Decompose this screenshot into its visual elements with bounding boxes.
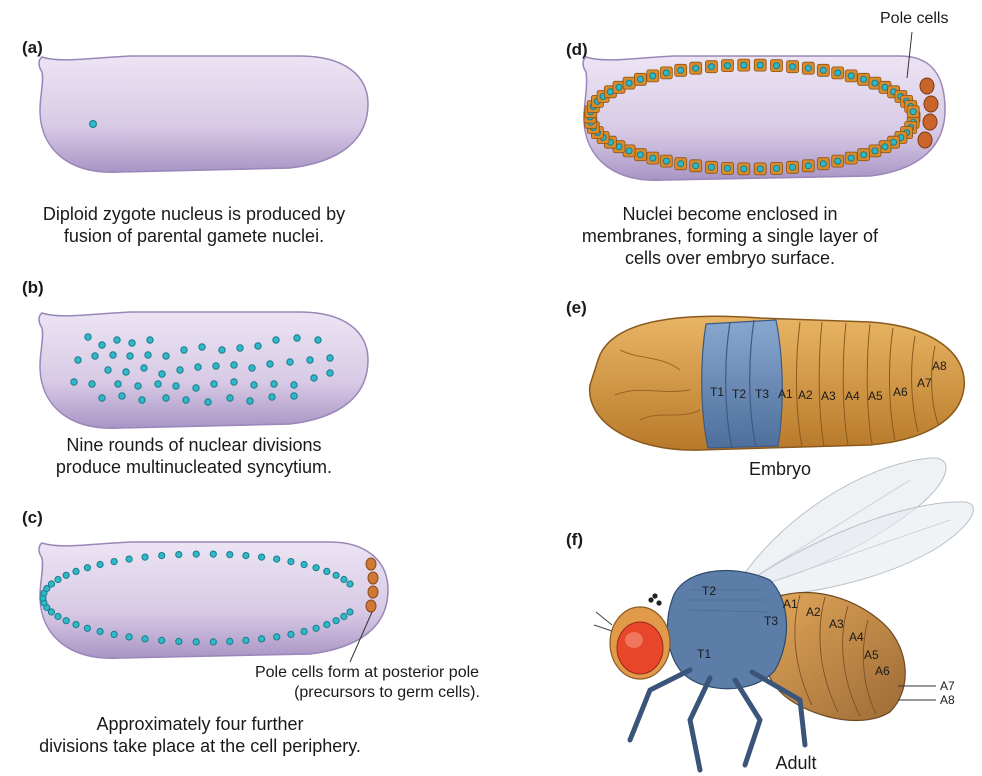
fly-segment: T1 <box>697 647 711 661</box>
fly-segment: A6 <box>875 664 890 678</box>
fly-segment: A5 <box>864 648 879 662</box>
fly-segment: T3 <box>764 614 778 628</box>
adult-caption: Adult <box>746 752 846 774</box>
fly-segment: A1 <box>783 597 798 611</box>
fly-segment: T2 <box>702 584 716 598</box>
fly-segment: A2 <box>806 605 821 619</box>
fly-segment: A7 <box>940 679 955 693</box>
fly-segment: A8 <box>940 693 955 707</box>
fly-segment: A3 <box>829 617 844 631</box>
fly-segment: A4 <box>849 630 864 644</box>
